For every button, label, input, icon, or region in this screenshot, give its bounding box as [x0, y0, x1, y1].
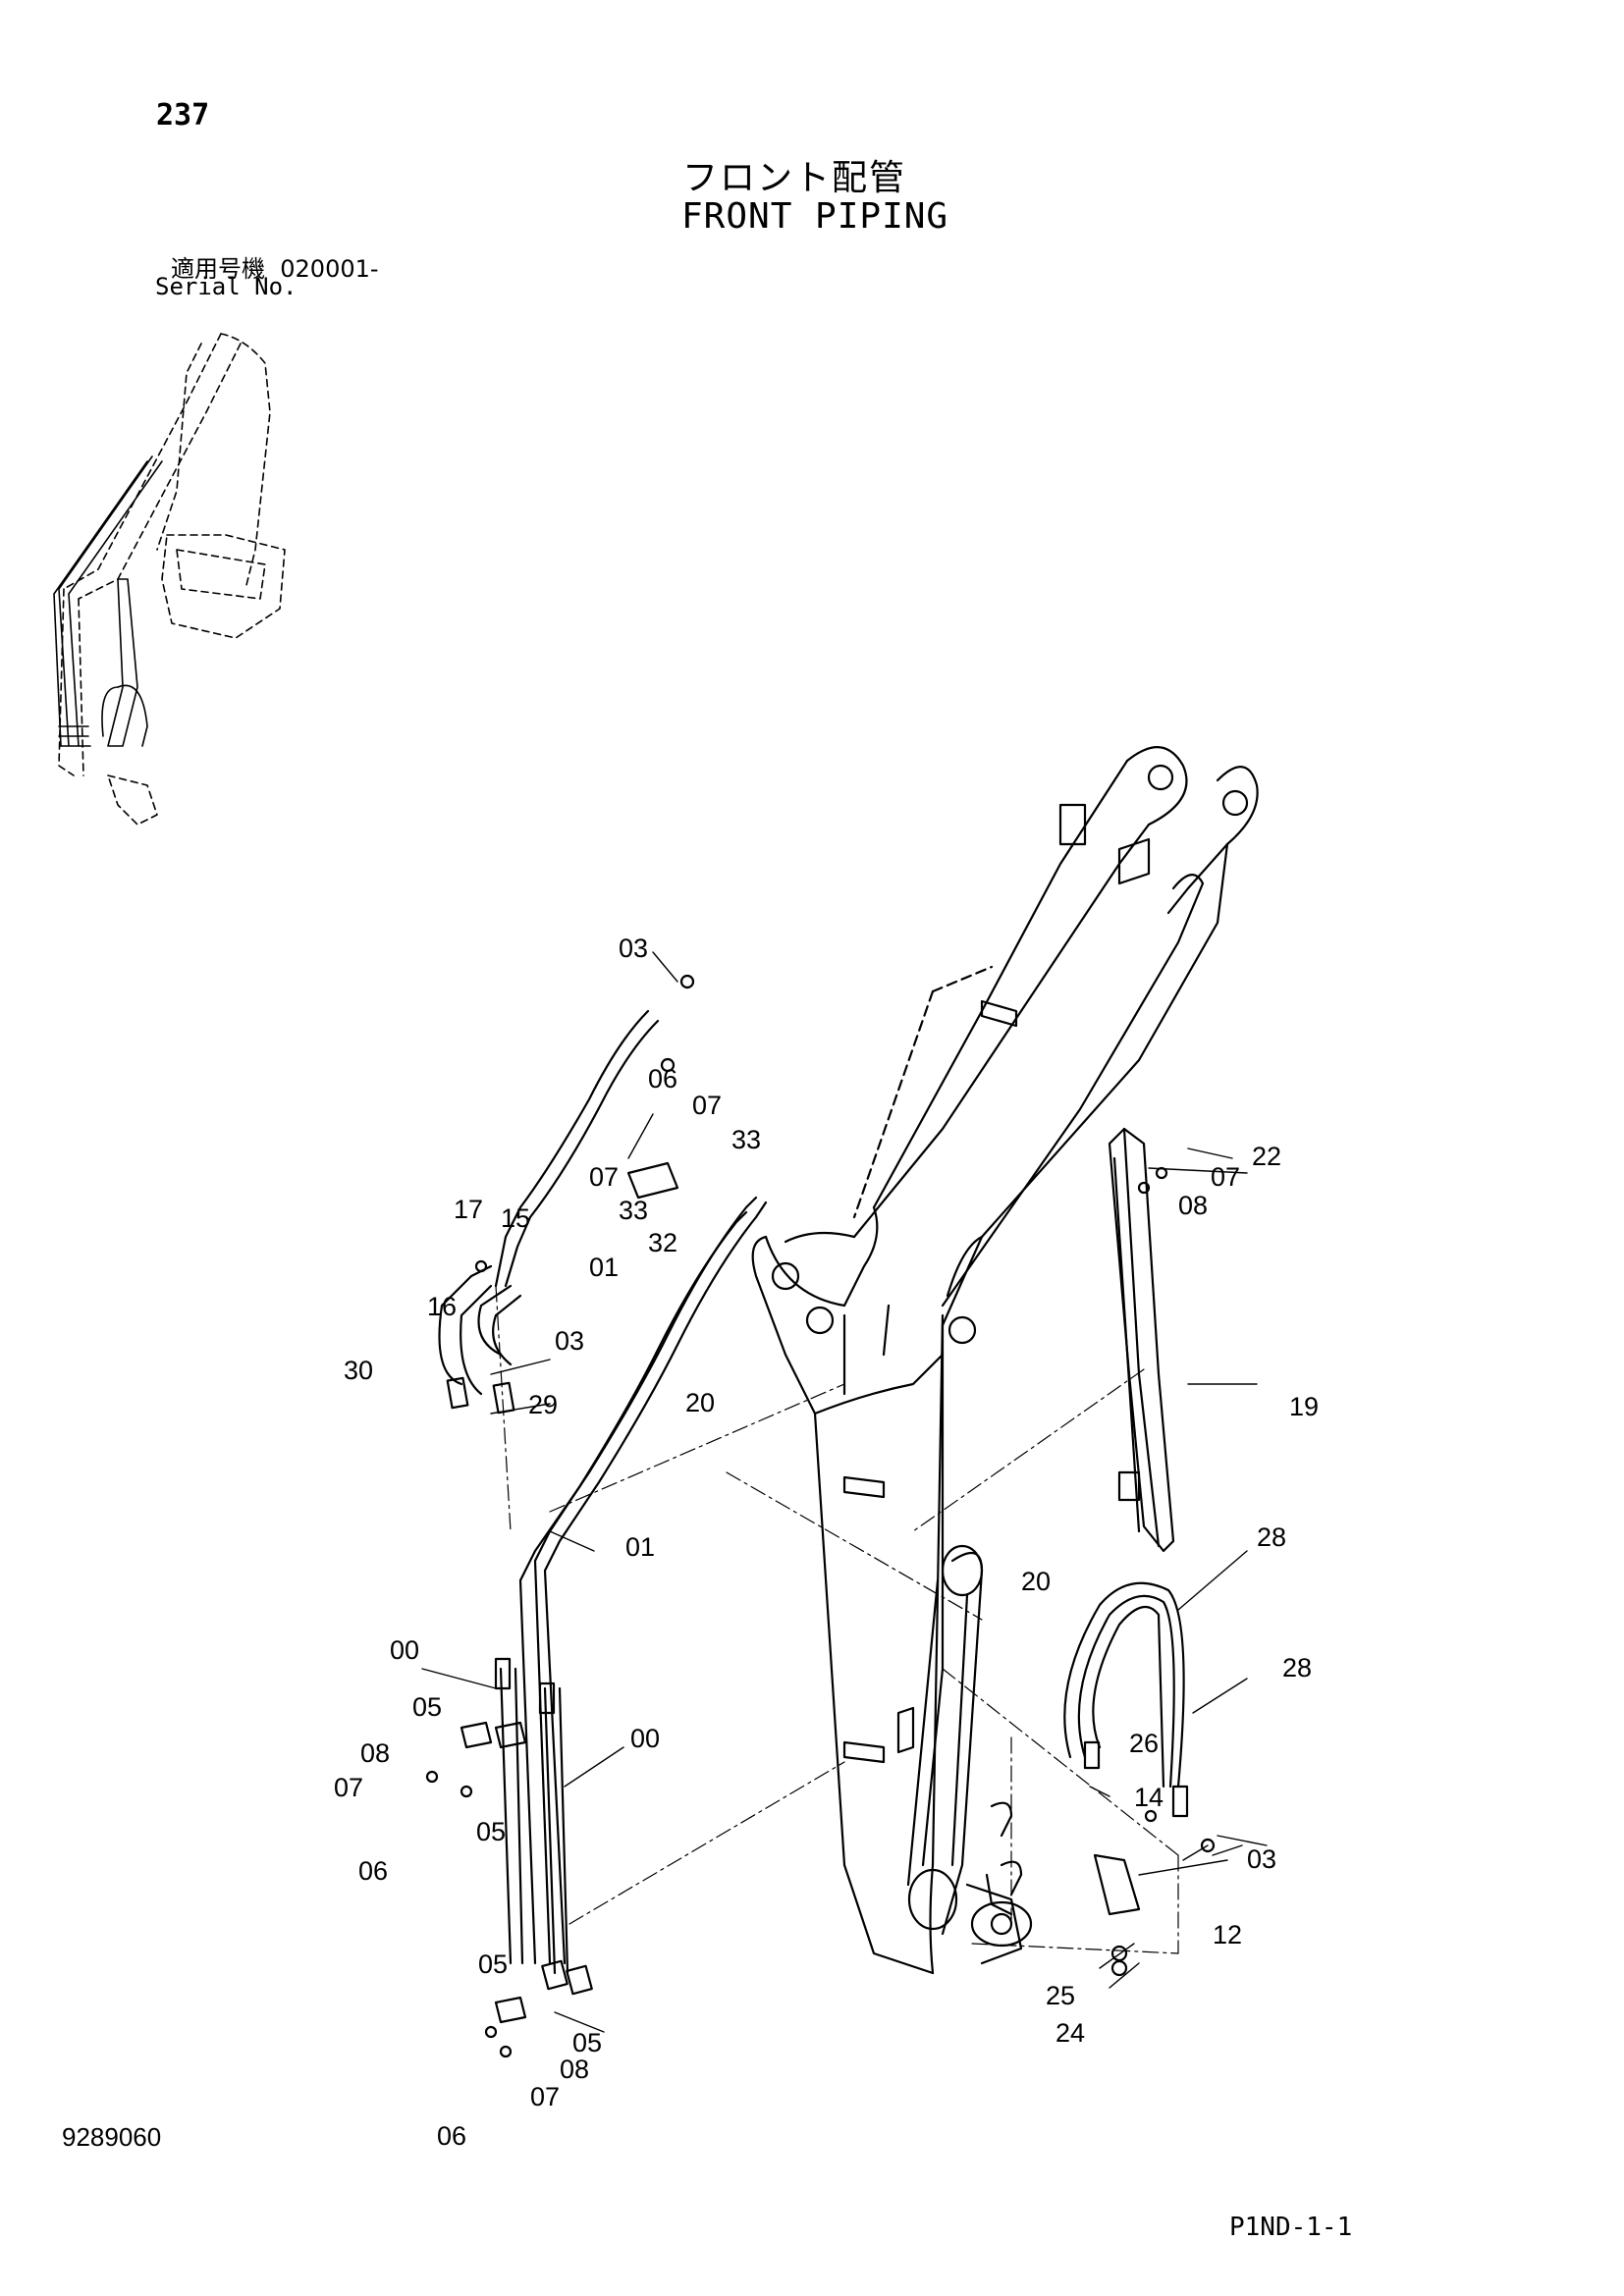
callout-06: 06 [648, 1064, 677, 1094]
callout-29: 29 [528, 1390, 558, 1419]
document-number: 9289060 [62, 2122, 162, 2152]
callout-24: 24 [1056, 2018, 1085, 2048]
callout-30: 30 [344, 1356, 373, 1385]
callout-17: 17 [454, 1195, 483, 1224]
callout-33: 33 [731, 1125, 761, 1154]
callout-06: 06 [437, 2121, 466, 2151]
title-english: FRONT PIPING [681, 196, 949, 237]
callout-14: 14 [1134, 1783, 1164, 1812]
callout-08: 08 [1178, 1191, 1208, 1220]
serial-label-jp: 適用号機 [171, 255, 265, 283]
callout-22: 22 [1252, 1142, 1281, 1171]
callout-06: 06 [358, 1856, 388, 1886]
callout-07: 07 [530, 2082, 560, 2111]
boom-assembly-icon [751, 746, 1259, 1975]
callout-12: 12 [1213, 1920, 1242, 1949]
callout-03: 03 [619, 934, 648, 963]
index-boom-thumbnail-icon [53, 333, 286, 826]
callout-05: 05 [572, 2028, 602, 2057]
page-number: 237 [156, 98, 210, 133]
callout-07: 07 [692, 1091, 722, 1120]
callout-01: 01 [625, 1532, 655, 1562]
callout-03: 03 [1247, 1844, 1276, 1874]
callout-16: 16 [427, 1292, 457, 1321]
callout-20: 20 [1021, 1567, 1051, 1596]
callout-26: 26 [1129, 1729, 1159, 1758]
callout-labels: 03 06 07 33 07 33 32 17 15 16 03 01 30 2… [334, 934, 1319, 2151]
callout-28: 28 [1257, 1522, 1286, 1552]
serial-label-en: Serial No. [155, 273, 298, 300]
hose-line-icon [425, 974, 1216, 2058]
phantom-lines [495, 1285, 1179, 1954]
callout-01: 01 [589, 1253, 619, 1282]
callout-07: 07 [334, 1773, 363, 1802]
callout-07: 07 [1211, 1162, 1240, 1192]
callout-00: 00 [630, 1724, 660, 1753]
callout-20: 20 [685, 1388, 715, 1417]
callout-05: 05 [412, 1692, 442, 1722]
page-code: P1ND-1-1 [1229, 2213, 1353, 2242]
callout-08: 08 [560, 2055, 589, 2084]
callout-00: 00 [390, 1635, 419, 1665]
callout-32: 32 [648, 1228, 677, 1257]
callout-19: 19 [1289, 1392, 1319, 1421]
callout-25: 25 [1046, 1981, 1075, 2010]
callout-05: 05 [478, 1949, 508, 1979]
cover-plate-icon [1108, 1127, 1175, 1553]
callout-15: 15 [501, 1203, 530, 1233]
callout-28: 28 [1282, 1653, 1312, 1682]
callout-07: 07 [589, 1162, 619, 1192]
title-japanese: フロント配管 [682, 158, 907, 198]
callout-05: 05 [476, 1817, 506, 1846]
serial-label: 適用号機 020001- [171, 249, 379, 284]
callout-03: 03 [555, 1326, 584, 1356]
callout-33: 33 [619, 1196, 648, 1225]
serial-value: 020001- [280, 255, 379, 283]
callout-08: 08 [360, 1738, 390, 1768]
